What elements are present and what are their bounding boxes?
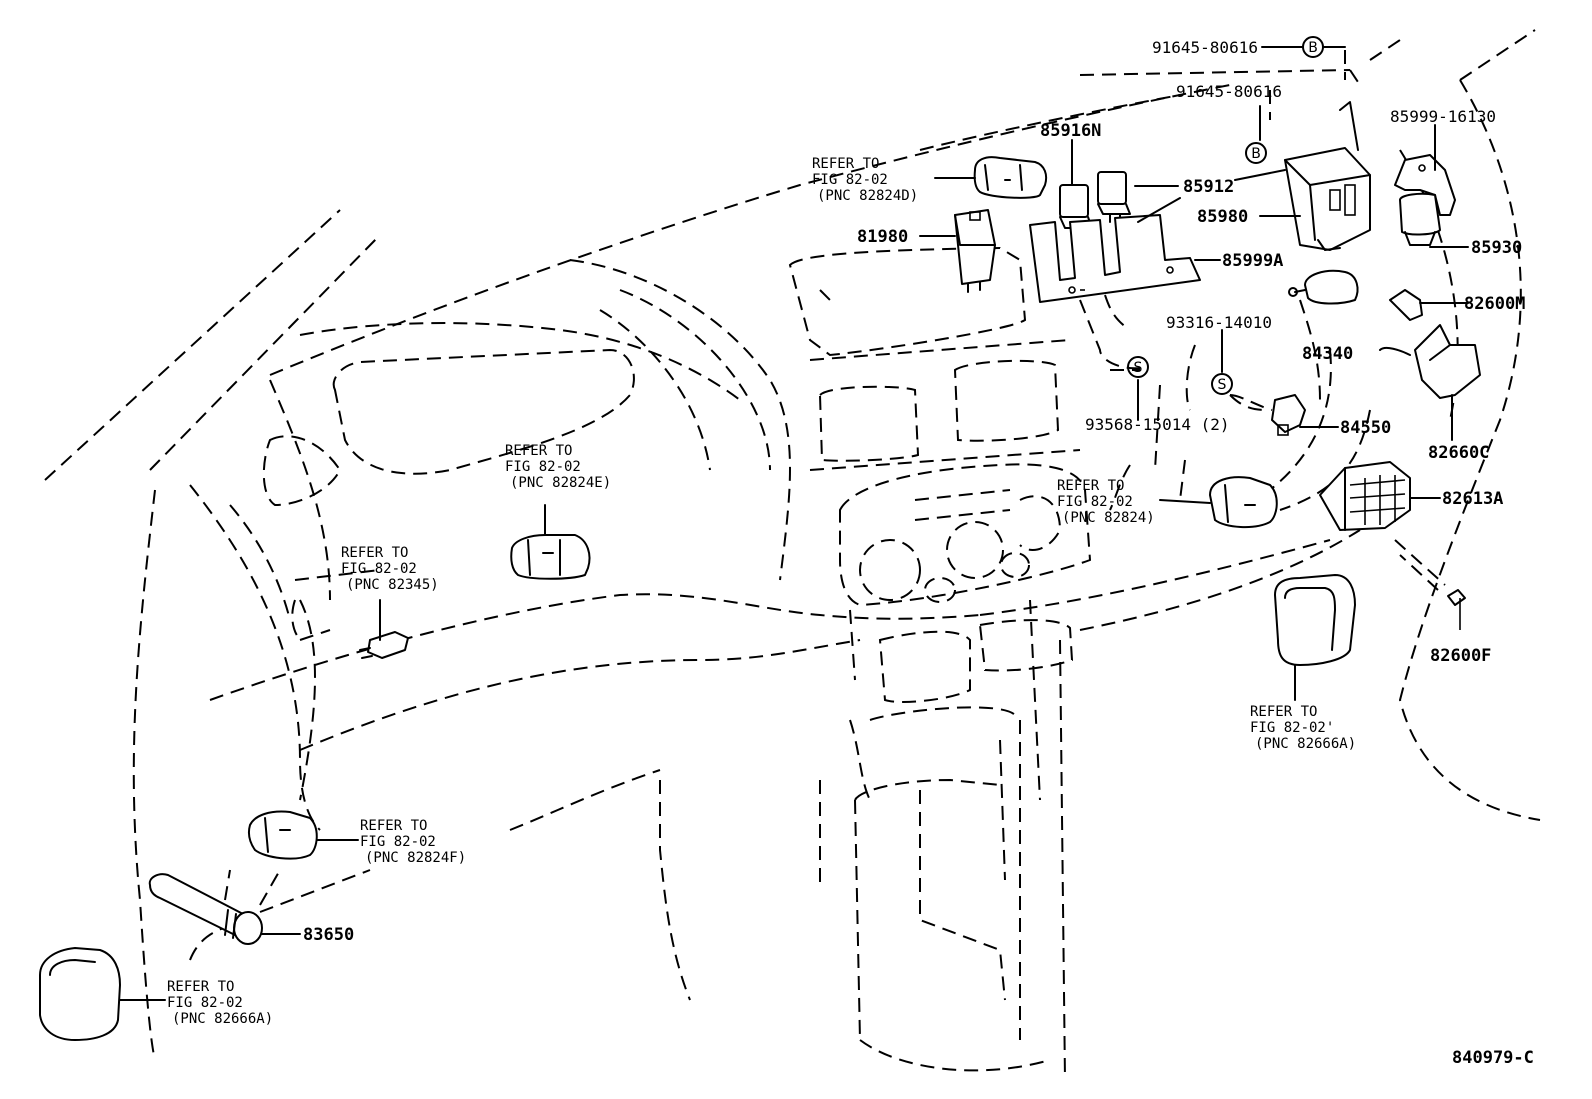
ref-82345: REFER TO FIG 82-02 (PNC 82345) (341, 545, 439, 593)
holder-82660C (1414, 324, 1481, 399)
ref-82824D: REFER TO FIG 82-02 (PNC 82824D) (812, 156, 918, 204)
callout-s-right-text: S (1218, 377, 1227, 393)
label-85999-16130: 85999-16130 (1390, 107, 1496, 126)
svg-text:(PNC 82824E): (PNC 82824E) (510, 475, 611, 491)
svg-text:REFER TO: REFER TO (1057, 478, 1124, 494)
fuse-82600F (1447, 589, 1466, 606)
callout-circles: B B S S (1127, 36, 1324, 395)
label-91645-80616-mid: 91645-80616 (1176, 82, 1282, 101)
label-91645-80616-top: 91645-80616 (1152, 38, 1258, 57)
ref-82824F: REFER TO FIG 82-02 (PNC 82824F) (360, 818, 466, 866)
svg-text:FIG 82-02: FIG 82-02 (167, 995, 243, 1011)
relay-81980 (954, 209, 996, 293)
connector-82345 (359, 631, 409, 659)
svg-text:(PNC 82345): (PNC 82345) (346, 577, 439, 593)
callout-circle-s-right (1211, 373, 1233, 395)
svg-text:FIG 82-02: FIG 82-02 (812, 172, 888, 188)
svg-text:FIG 82-02: FIG 82-02 (341, 561, 417, 577)
lighter-83650 (148, 873, 263, 945)
svg-text:(PNC 82824D): (PNC 82824D) (817, 188, 918, 204)
relay-85930 (1399, 192, 1441, 246)
svg-text:FIG 82-02: FIG 82-02 (1057, 494, 1133, 510)
svg-text:(PNC 82666A): (PNC 82666A) (1255, 736, 1356, 752)
svg-text:REFER TO: REFER TO (1250, 704, 1317, 720)
label-85980: 85980 (1197, 207, 1248, 227)
label-84340: 84340 (1302, 344, 1353, 364)
refer-notes: REFER TO FIG 82-02 (PNC 82824D) REFER TO… (167, 156, 1356, 1027)
svg-text:REFER TO: REFER TO (341, 545, 408, 561)
svg-text:(PNC 82824): (PNC 82824) (1062, 510, 1155, 526)
label-82600F: 82600F (1430, 646, 1491, 666)
callout-b-top-text: B (1308, 40, 1318, 56)
label-85912: 85912 (1183, 177, 1234, 197)
label-81980: 81980 (857, 227, 908, 247)
label-82600M: 82600M (1464, 294, 1525, 314)
connector-82824F (247, 810, 318, 860)
callout-circle-b-top (1302, 36, 1324, 58)
figure-id: 840979-C (1452, 1048, 1534, 1068)
connector-82824 (1209, 476, 1278, 528)
switch-84340 (1288, 269, 1359, 305)
svg-text:REFER TO: REFER TO (360, 818, 427, 834)
label-85916N: 85916N (1040, 121, 1101, 141)
callout-b-mid-text: B (1251, 146, 1261, 162)
dashboard-outline (44, 29, 1541, 1081)
label-83650: 83650 (303, 925, 354, 945)
module-85980 (1284, 101, 1371, 251)
connector-82613A (1319, 461, 1411, 531)
svg-text:REFER TO: REFER TO (505, 443, 572, 459)
leader-lines (119, 46, 1469, 1001)
label-85930: 85930 (1471, 238, 1522, 258)
label-93568-15014: 93568-15014 (2) (1085, 415, 1230, 434)
ref-82666A-left: REFER TO FIG 82-02 (PNC 82666A) (167, 979, 273, 1027)
part-labels: 91645-80616 91645-80616 85999-16130 8591… (303, 38, 1525, 945)
parts-drawings (39, 101, 1481, 1041)
switch-84550 (1271, 394, 1306, 436)
ref-82824E: REFER TO FIG 82-02 (PNC 82824E) (505, 443, 611, 491)
bracket-85999A (1029, 214, 1201, 303)
ref-82666A-right: REFER TO FIG 82-02' (PNC 82666A) (1250, 704, 1356, 752)
label-82660C: 82660C (1428, 443, 1489, 463)
label-84550: 84550 (1340, 418, 1391, 438)
box-82666A-right (1274, 574, 1356, 666)
label-93316-14010: 93316-14010 (1166, 313, 1272, 332)
callout-s-left-text: S (1134, 360, 1143, 376)
svg-text:REFER TO: REFER TO (812, 156, 879, 172)
callout-circle-b-mid (1245, 142, 1267, 164)
connector-82824D (973, 156, 1048, 199)
clip-82600M (1389, 289, 1423, 321)
bracket-85999-16130 (1394, 154, 1456, 216)
svg-text:FIG 82-02': FIG 82-02' (1250, 720, 1334, 736)
relay-85912 (1097, 171, 1131, 223)
svg-text:FIG 82-02: FIG 82-02 (505, 459, 581, 475)
callout-circle-s-left (1127, 356, 1149, 378)
box-82666A-left (39, 947, 121, 1041)
svg-text:FIG 82-02: FIG 82-02 (360, 834, 436, 850)
label-85999A: 85999A (1222, 251, 1283, 271)
svg-text:(PNC 82666A): (PNC 82666A) (172, 1011, 273, 1027)
label-82613A: 82613A (1442, 489, 1503, 509)
connector-82824E (510, 534, 591, 580)
ref-82824: REFER TO FIG 82-02 (PNC 82824) (1057, 478, 1155, 526)
svg-text:REFER TO: REFER TO (167, 979, 234, 995)
svg-text:(PNC 82824F): (PNC 82824F) (365, 850, 466, 866)
